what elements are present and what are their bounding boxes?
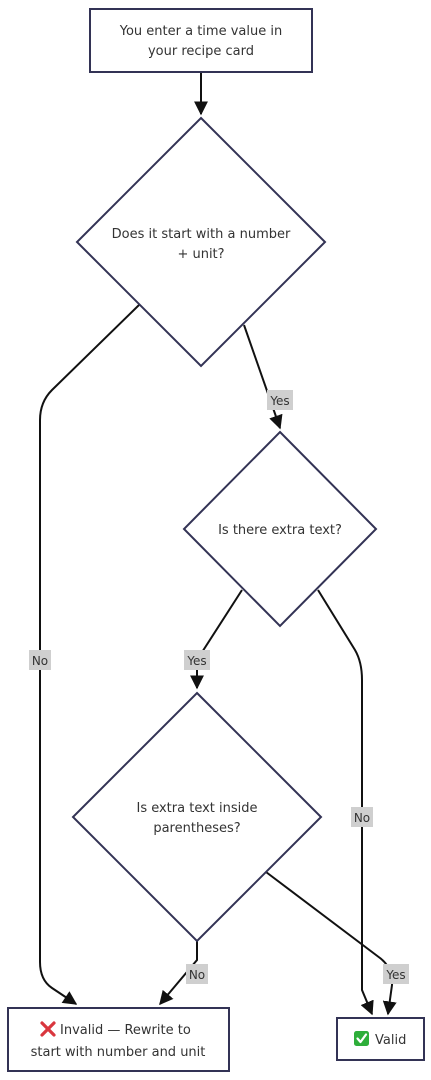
decision-parentheses-line1: Is extra text inside [136, 801, 257, 816]
edge-q2-no [317, 589, 374, 1016]
edge-label-q3-yes: Yes [383, 964, 409, 984]
edge-q3-yes [265, 871, 397, 1016]
edge-q3-no [159, 940, 198, 1006]
decision-number-unit-line2: + unit? [177, 247, 224, 262]
edge-label-q2-no: No [351, 807, 373, 827]
start-node-line2: your recipe card [148, 44, 254, 59]
svg-text:No: No [354, 811, 370, 825]
edge-q2-yes [190, 589, 243, 690]
decision-parentheses-line2: parentheses? [153, 821, 240, 836]
cross-mark-icon [40, 1021, 56, 1037]
start-node: You enter a time value in your recipe ca… [89, 8, 313, 73]
decision-extra-text: Is there extra text? [182, 430, 378, 628]
svg-text:No: No [189, 968, 205, 982]
valid-node: Valid [336, 1017, 425, 1061]
valid-node-label: Valid [375, 1033, 406, 1048]
edge-label-q1-no: No [29, 650, 51, 670]
invalid-node: Invalid — Rewrite to start with number a… [7, 1007, 230, 1072]
decision-number-unit: Does it start with a number + unit? [75, 116, 327, 368]
check-mark-icon [354, 1031, 369, 1046]
svg-text:Yes: Yes [186, 654, 206, 668]
decision-parentheses: Is extra text inside parentheses? [71, 691, 323, 943]
decision-extra-text-line1: Is there extra text? [218, 523, 342, 538]
edge-q1-yes [243, 324, 283, 430]
edge-label-q3-no: No [186, 964, 208, 984]
edge-q1-no [39, 304, 140, 1005]
invalid-node-line1: Invalid — Rewrite to [60, 1023, 191, 1038]
invalid-node-line2: start with number and unit [31, 1045, 206, 1060]
svg-text:Yes: Yes [385, 968, 405, 982]
edge-label-q1-yes: Yes [267, 390, 293, 410]
svg-text:Yes: Yes [269, 394, 289, 408]
start-node-line1: You enter a time value in [119, 24, 282, 39]
svg-text:No: No [32, 654, 48, 668]
edge-label-q2-yes: Yes [184, 650, 210, 670]
decision-number-unit-line1: Does it start with a number [112, 227, 291, 242]
